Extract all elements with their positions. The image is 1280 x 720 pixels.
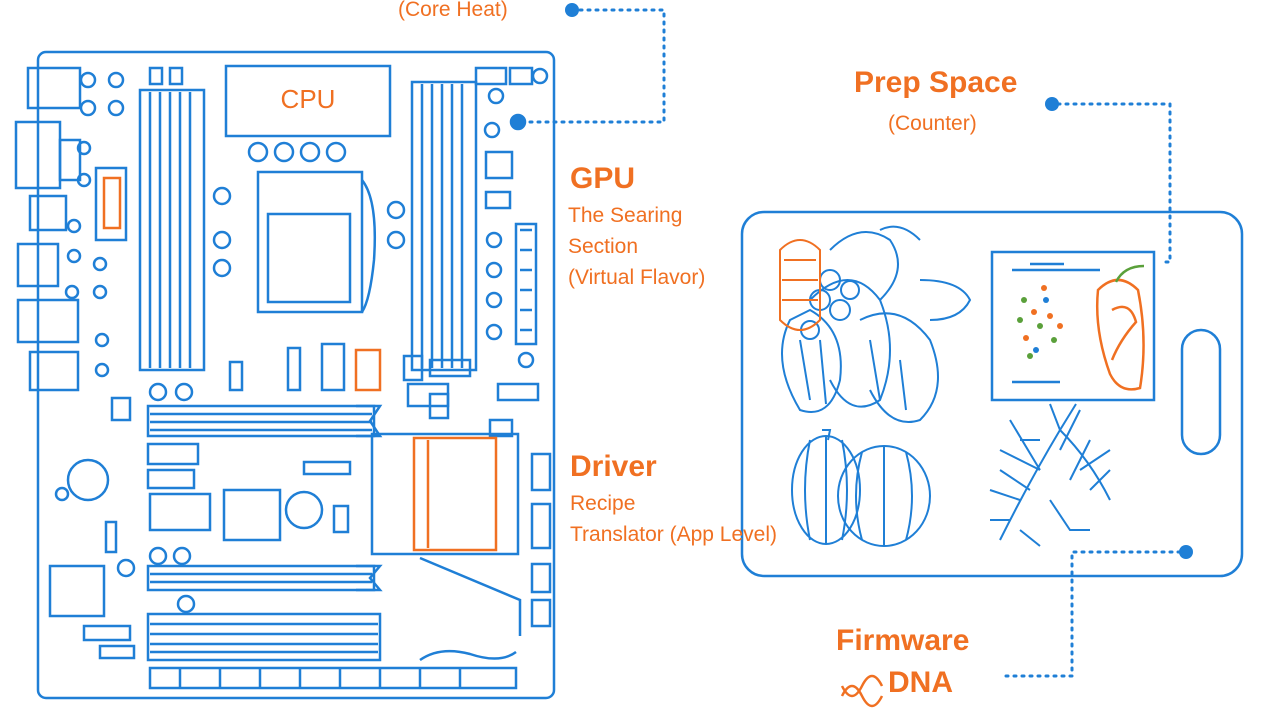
herb-bunch-icon [989,403,1111,547]
firmware-subtitle: DNA [888,666,953,699]
bell-peppers-icon [781,225,972,423]
driver-title: Driver [570,450,657,483]
gpu-description: The Searing Section (Virtual Flavor) [568,200,705,293]
cutting-board-icon [740,210,1244,578]
prep-space-subtitle: (Counter) [888,112,977,135]
driver-line-1: Recipe [570,492,636,515]
chili-pepper-icon [1095,264,1145,391]
driver-description: Recipe Translator (App Level) [570,488,777,550]
gpu-line-2: Section [568,235,639,258]
prep-space-title: Prep Space [854,66,1018,99]
firmware-title: Firmware [836,624,970,657]
gpu-line-3: (Virtual Flavor) [568,266,706,289]
cpu-chip-label: CPU [281,84,336,114]
gpu-title: GPU [570,162,636,195]
motherboard-outline-icon [14,50,556,700]
pumpkins-icon [791,429,931,547]
dna-helix-icon [840,674,884,708]
dotted-connectors [524,8,1182,678]
core-heat-dot [565,3,579,17]
firmware-dot [1179,545,1193,559]
prep-space-dot [1045,97,1059,111]
spice-board-icon [990,250,1156,402]
gpu-line-1: The Searing [568,204,683,227]
orange-pepper-outline [779,239,821,331]
driver-line-2: Translator (App Level) [570,523,777,546]
core-heat-label: (Core Heat) [398,0,508,21]
spice-sprinkles [1017,285,1063,359]
